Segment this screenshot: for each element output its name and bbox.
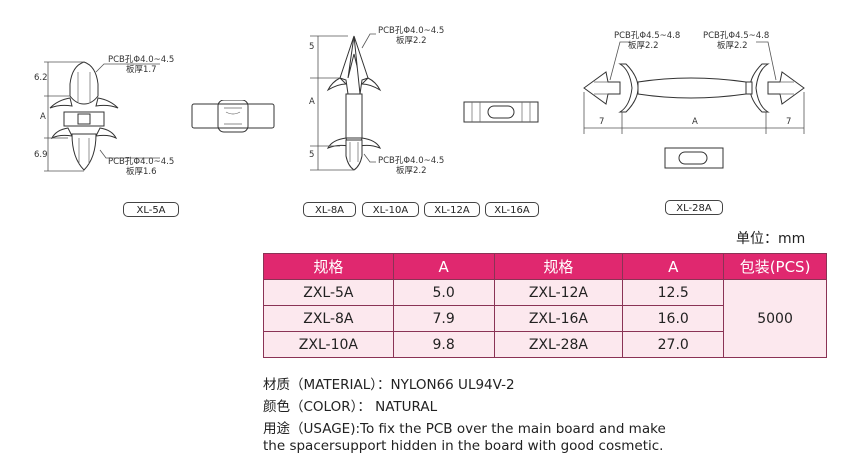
xl5a-note-bottom: PCB孔Φ4.0~4.5 板厚1.6	[108, 157, 174, 177]
xl8a-note-top-line1: PCB孔Φ4.0~4.5	[378, 26, 445, 36]
xl28a-note-right-line1: PCB孔Φ4.5~4.8	[703, 31, 770, 41]
xl8a-dim-top: 5	[309, 42, 315, 52]
usage-line-1: 用途（USAGE):To fix the PCB over the main b…	[263, 421, 666, 437]
xl5a-drawing	[44, 61, 160, 172]
xl8a-note-bottom-line2: 板厚2.2	[396, 166, 427, 176]
xl5a-tag: XL-5A	[123, 202, 179, 217]
table-row: ZXL-5A 5.0 ZXL-12A 12.5 5000	[263, 279, 827, 358]
unit-label: 单位：mm	[736, 231, 806, 247]
packaging-cell: 5000	[723, 279, 827, 358]
xl12a-tag: XL-12A	[424, 202, 480, 217]
xl28a-dim-right: 7	[786, 117, 792, 127]
xl5a-dim-mid: A	[40, 112, 46, 122]
color-line: 颜色（COLOR）： NATURAL	[263, 399, 438, 415]
table-cell: 16.0	[622, 305, 725, 332]
xl5a-dim-top: 6.2	[34, 73, 48, 83]
usage-line-2: the spacersupport hidden in the board wi…	[263, 438, 664, 454]
xl28a-note-left-line2: 板厚2.2	[628, 41, 659, 51]
xl8a-dim-mid: A	[309, 97, 315, 107]
xl8a-note-top: PCB孔Φ4.0~4.5 板厚2.2	[378, 26, 444, 46]
table-row: ZXL-10A 9.8 ZXL-28A 27.0	[263, 331, 827, 358]
xl28a-note-right: PCB孔Φ4.5~4.8 板厚2.2	[703, 31, 769, 51]
xl8a-top-view	[463, 101, 539, 123]
col-header-model-1: 规格	[263, 253, 394, 280]
table-cell: ZXL-12A	[493, 279, 624, 306]
xl5a-note-top-line1: PCB孔Φ4.0~4.5	[108, 55, 175, 65]
xl28a-note-left: PCB孔Φ4.5~4.8 板厚2.2	[614, 31, 680, 51]
xl8a-tag: XL-8A	[303, 202, 356, 217]
xl5a-top-view	[191, 100, 275, 133]
xl8a-dim-bottom: 5	[309, 150, 315, 160]
xl8a-drawing	[310, 33, 382, 171]
spec-table: 规格 A 规格 A 包装(PCS) ZXL-5A 5.0 ZXL-12A 12.…	[263, 253, 827, 358]
material-line: 材质（MATERIAL）：NYLON66 UL94V-2	[263, 377, 515, 393]
xl28a-note-right-line2: 板厚2.2	[717, 41, 748, 51]
xl5a-note-top-line2: 板厚1.7	[126, 65, 157, 75]
table-cell: 7.9	[392, 305, 495, 332]
xl10a-tag: XL-10A	[362, 202, 419, 217]
xl8a-note-bottom-line1: PCB孔Φ4.0~4.5	[378, 156, 445, 166]
xl5a-note-top: PCB孔Φ4.0~4.5 板厚1.7	[108, 55, 174, 75]
xl28a-dim-left: 7	[599, 117, 605, 127]
table-row: ZXL-8A 7.9 ZXL-16A 16.0	[263, 305, 827, 332]
table-cell: ZXL-5A	[263, 279, 394, 306]
table-cell: ZXL-8A	[263, 305, 394, 332]
col-header-model-2: 规格	[493, 253, 624, 280]
table-cell: ZXL-16A	[493, 305, 624, 332]
xl28a-top-view	[664, 147, 724, 169]
xl5a-dim-bottom: 6.9	[34, 150, 48, 160]
table-cell: ZXL-10A	[263, 331, 394, 358]
xl28a-tag: XL-28A	[665, 200, 723, 215]
table-cell: 12.5	[622, 279, 725, 306]
table-cell: 27.0	[622, 331, 725, 358]
table-cell: 5.0	[392, 279, 495, 306]
spec-table-header-row: 规格 A 规格 A 包装(PCS)	[263, 253, 827, 280]
col-header-packaging: 包装(PCS)	[723, 253, 827, 280]
xl28a-dim-mid: A	[692, 117, 698, 127]
xl28a-note-left-line1: PCB孔Φ4.5~4.8	[614, 31, 681, 41]
xl5a-note-bottom-line1: PCB孔Φ4.0~4.5	[108, 157, 175, 167]
col-header-a-1: A	[392, 253, 495, 280]
table-cell: 9.8	[392, 331, 495, 358]
col-header-a-2: A	[622, 253, 725, 280]
xl28a-drawing	[583, 41, 805, 134]
xl5a-note-bottom-line2: 板厚1.6	[126, 167, 157, 177]
xl16a-tag: XL-16A	[485, 202, 539, 217]
table-cell: ZXL-28A	[493, 331, 624, 358]
xl8a-note-bottom: PCB孔Φ4.0~4.5 板厚2.2	[378, 156, 444, 176]
xl8a-note-top-line2: 板厚2.2	[396, 36, 427, 46]
